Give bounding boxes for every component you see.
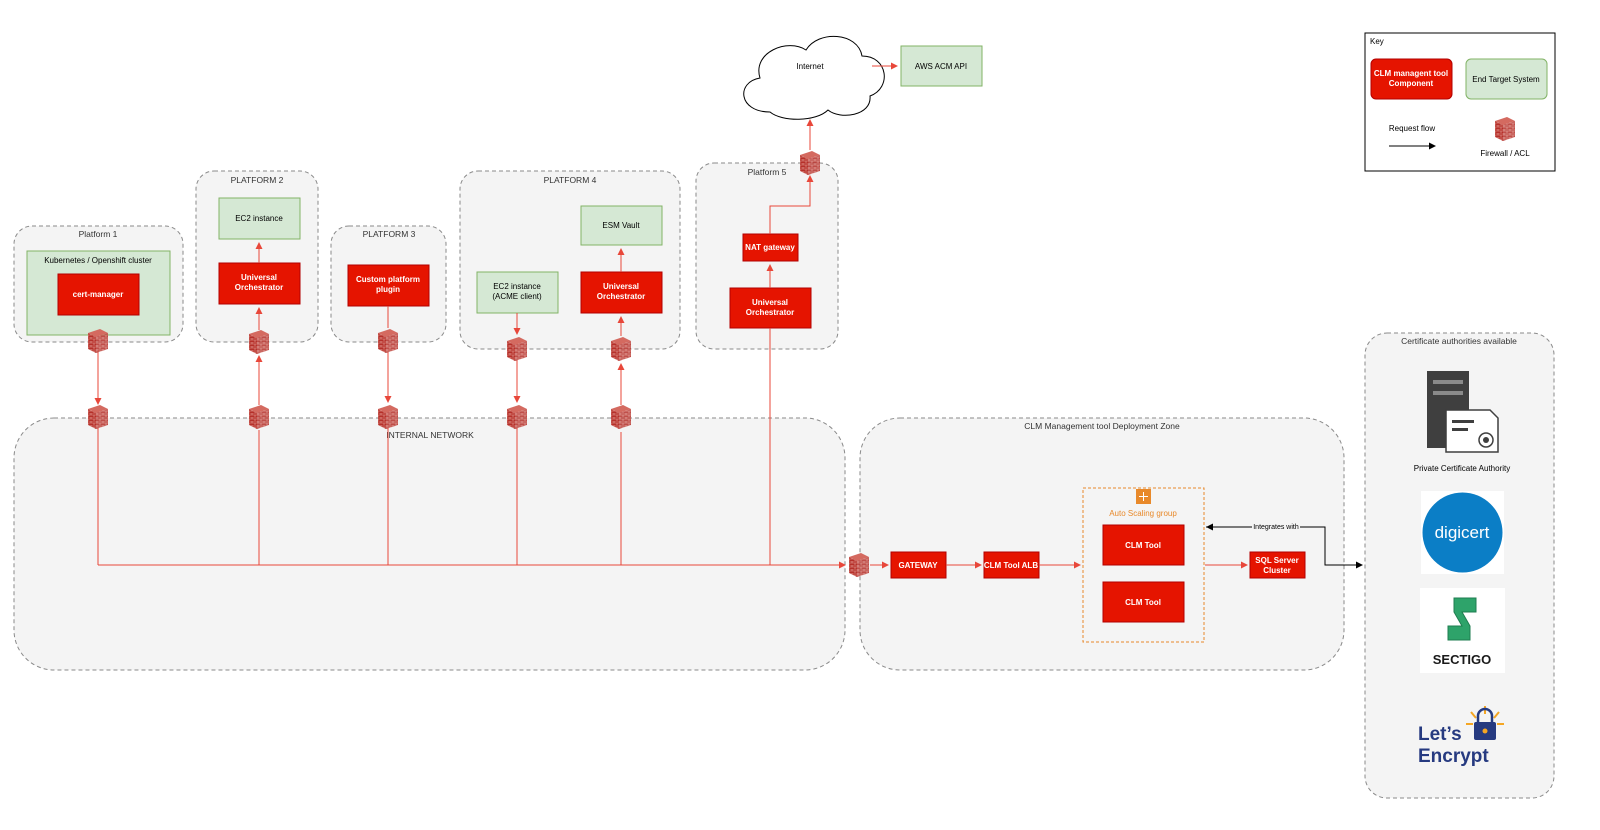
firewall-icon-p5	[800, 151, 820, 175]
cert-manager-box	[57, 273, 140, 316]
internal-network-title: INTERNAL NETWORK	[386, 430, 474, 440]
firewall-icon-clm	[849, 553, 869, 577]
firewall-icon-net-5	[611, 405, 631, 429]
key-title: Key	[1370, 37, 1384, 46]
key-border	[1364, 32, 1556, 172]
esm-vault-label: ESM Vault	[602, 221, 640, 230]
letsencrypt-line-2: Encrypt	[1418, 746, 1489, 767]
sectigo-logo: SECTIGO	[1420, 588, 1505, 673]
firewall-icon-net-3	[378, 405, 398, 429]
gateway-label: GATEWAY	[898, 561, 938, 570]
platform-1-zone: Platform 1 Kubernetes / Openshift cluste…	[13, 225, 184, 343]
key-firewall-label: Firewall / ACL	[1480, 149, 1530, 158]
clm-zone-title: CLM Management tool Deployment Zone	[1024, 421, 1180, 431]
clm-alb-label: CLM Tool ALB	[984, 561, 1038, 570]
ca-panel-title: Certificate authorities available	[1401, 336, 1517, 346]
firewall-icon-p4-acme	[507, 337, 527, 361]
platform-1-title: Platform 1	[79, 229, 118, 239]
clm-tool-2-label: CLM Tool	[1125, 598, 1161, 607]
ec2-instance-box	[218, 197, 301, 240]
private-ca-icon	[1427, 371, 1499, 453]
asg-title: Auto Scaling group	[1109, 509, 1177, 518]
asg-border	[1082, 487, 1205, 643]
firewall-icon-net-1	[88, 405, 108, 429]
sectigo-logo-text: SECTIGO	[1433, 652, 1492, 667]
letsencrypt-logo: Let’s Encrypt	[1418, 706, 1504, 767]
aws-acm-api-box	[900, 45, 983, 87]
ec2-acme-box	[476, 271, 559, 314]
platform-4-zone: PLATFORM 4 EC2 instance(ACME client) ESM…	[459, 170, 681, 350]
letsencrypt-line-1: Let’s	[1418, 724, 1462, 745]
clm-alb-box	[983, 551, 1040, 579]
digicert-logo: digicert	[1421, 491, 1504, 574]
nat-gateway-label: NAT gateway	[745, 243, 795, 252]
clm-tool-1-label: CLM Tool	[1125, 541, 1161, 550]
ec2-instance-label: EC2 instance	[235, 214, 283, 223]
aws-acm-api-label: AWS ACM API	[915, 62, 967, 71]
k8s-cluster-label: Kubernetes / Openshift cluster	[44, 256, 152, 265]
clm-tool-1-box	[1102, 524, 1185, 566]
firewall-icon-p3	[378, 329, 398, 353]
cloud-shape	[743, 36, 885, 120]
private-ca-label: Private Certificate Authority	[1414, 464, 1510, 473]
platform-4-title: PLATFORM 4	[544, 175, 597, 185]
ca-panel: Certificate authorities available Privat…	[1364, 332, 1555, 799]
key-request-flow-label: Request flow	[1389, 124, 1435, 133]
key-component-swatch	[1370, 58, 1453, 100]
gateway-box	[890, 551, 947, 579]
auto-scaling-group: Auto Scaling group CLM Tool CLM Tool	[1082, 487, 1205, 643]
esm-vault-box	[580, 205, 663, 246]
platform-3-title: PLATFORM 3	[363, 229, 416, 239]
firewall-icon-p1	[88, 329, 108, 353]
internal-network-zone: INTERNAL NETWORK	[13, 417, 846, 671]
connectors: Integrates with	[94, 62, 1363, 569]
firewall-icon-p2	[249, 330, 269, 354]
platform-5-title: Platform 5	[748, 167, 787, 177]
platform-2-title: PLATFORM 2	[231, 175, 284, 185]
internet-label: Internet	[796, 62, 824, 71]
key-end-target-label: End Target System	[1472, 75, 1540, 84]
ec2-acme-label: EC2 instance(ACME client)	[492, 282, 542, 301]
clm-tool-2-box	[1102, 581, 1185, 623]
clm-zone-border	[859, 417, 1345, 671]
p2-orchestrator-box	[218, 262, 301, 305]
key-end-target-swatch	[1465, 58, 1548, 100]
custom-plugin-box	[347, 264, 430, 307]
platform-2-border	[195, 170, 319, 343]
firewall-icon-net-2	[249, 405, 269, 429]
p4-orchestrator-box	[580, 271, 663, 314]
clm-deployment-zone: CLM Management tool Deployment Zone	[859, 417, 1345, 671]
integrates-with-label: Integrates with	[1253, 524, 1299, 531]
firewall-icon-p4-orch	[611, 337, 631, 361]
sql-cluster-box	[1249, 551, 1306, 579]
firewall-icon-net-4	[507, 405, 527, 429]
integrates-label-bg	[1252, 521, 1300, 532]
digicert-logo-text: digicert	[1435, 523, 1490, 542]
key-firewall-icon	[1495, 117, 1515, 141]
p5-orchestrator-box	[729, 287, 812, 329]
internal-network-border	[13, 417, 846, 671]
internet-cloud: Internet	[743, 36, 885, 120]
cert-manager-label: cert-manager	[73, 290, 124, 299]
p5-nat-to-firewall	[769, 175, 814, 234]
platform-4-border	[459, 170, 681, 350]
